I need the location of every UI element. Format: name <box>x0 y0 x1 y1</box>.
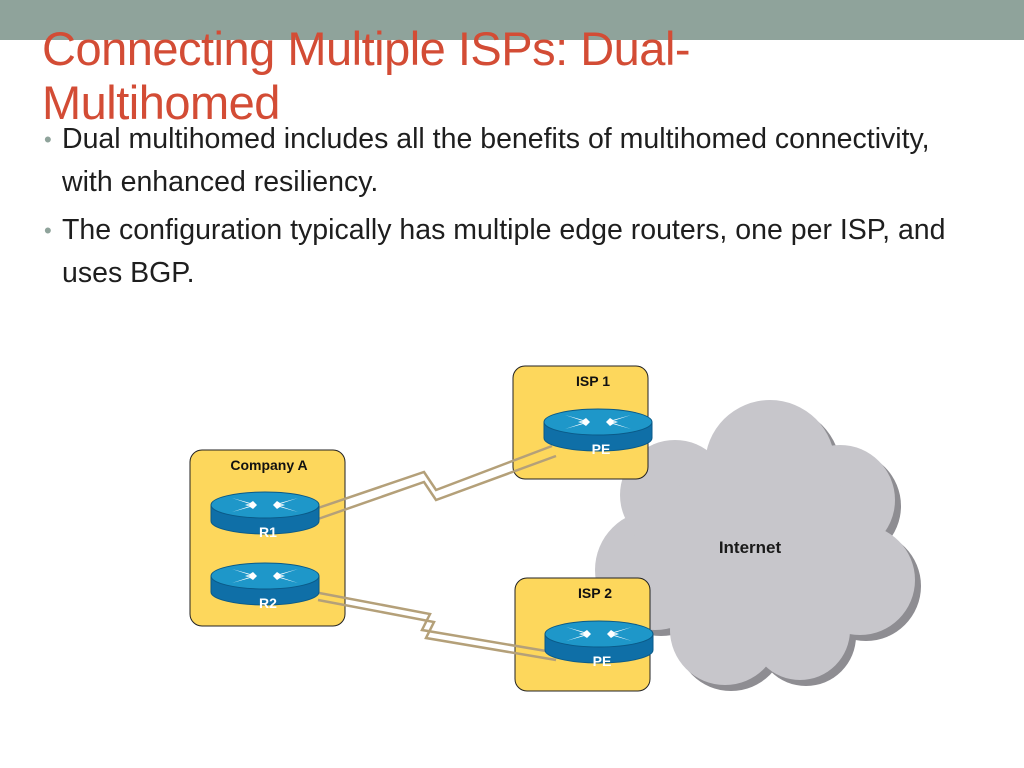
serial-link-isp2 <box>313 590 557 662</box>
bullet-item: • Dual multihomed includes all the benef… <box>40 118 970 204</box>
bullet-dot-icon: • <box>44 218 52 243</box>
bullet-list: • Dual multihomed includes all the benef… <box>40 118 970 300</box>
bullet-text: Dual multihomed includes all the benefit… <box>62 123 930 198</box>
bullet-item: • The configuration typically has multip… <box>40 209 970 295</box>
isp2-label: ISP 2 <box>578 585 612 601</box>
serial-link-isp1 <box>311 444 557 521</box>
slide-title-line-1: Connecting Multiple ISPs: Dual- <box>42 22 691 75</box>
r2-label: R2 <box>259 595 277 611</box>
isp1-pe-label: PE <box>592 441 611 457</box>
company-a-label: Company A <box>230 457 307 473</box>
r1-label: R1 <box>259 524 277 540</box>
bullet-dot-icon: • <box>44 127 52 152</box>
internet-label: Internet <box>719 538 782 557</box>
isp2-pe-label: PE <box>593 653 612 669</box>
top-accent-bar <box>0 0 1024 40</box>
slide-title: Connecting Multiple ISPs: Dual- Multihom… <box>42 22 842 130</box>
slide-title-line-2: Multihomed <box>42 76 280 129</box>
internet-cloud <box>595 400 921 691</box>
isp1-label: ISP 1 <box>576 373 610 389</box>
bullet-text: The configuration typically has multiple… <box>62 214 946 289</box>
